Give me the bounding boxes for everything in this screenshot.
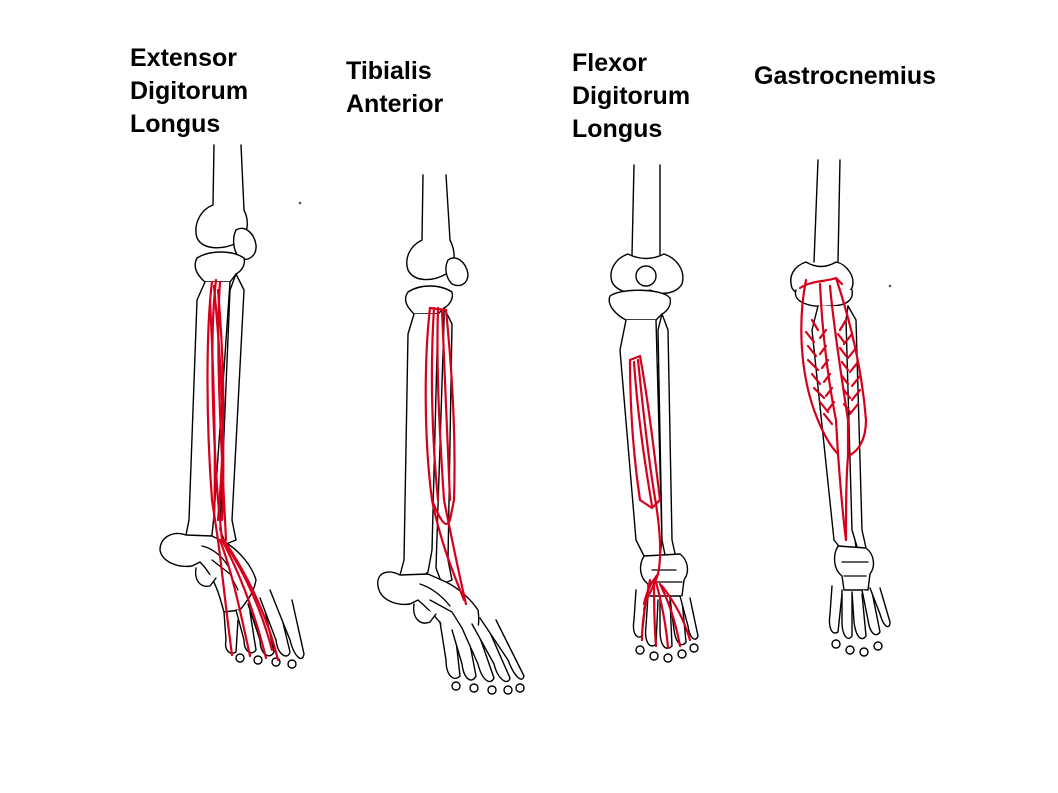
label-line: Longus bbox=[572, 115, 663, 143]
label-line: Flexor bbox=[572, 49, 648, 77]
leg-bones bbox=[377, 174, 525, 695]
leg-extensor-digitorum-longus bbox=[159, 144, 305, 669]
leg-gastrocnemius bbox=[790, 159, 891, 657]
label-line: Anterior bbox=[346, 90, 444, 118]
muscle-tibialis-anterior bbox=[424, 306, 468, 606]
label-line: Gastrocnemius bbox=[754, 62, 937, 90]
label-extensor-digitorum-longus: Extensor Digitorum Longus bbox=[130, 42, 248, 141]
label-line: Digitorum bbox=[130, 77, 249, 105]
muscle-extensor-digitorum-longus bbox=[206, 278, 280, 662]
label-line: Extensor bbox=[130, 44, 237, 72]
leg-bones bbox=[790, 159, 891, 657]
muscle-flexor-digitorum-longus bbox=[628, 354, 692, 650]
label-line: Digitorum bbox=[572, 82, 691, 110]
label-tibialis-anterior: Tibialis Anterior bbox=[346, 55, 443, 121]
label-flexor-digitorum-longus: Flexor Digitorum Longus bbox=[572, 47, 690, 146]
label-line: Longus bbox=[130, 110, 221, 138]
label-line: Tibialis bbox=[346, 57, 432, 85]
leg-tibialis-anterior bbox=[377, 174, 525, 695]
speck bbox=[888, 284, 892, 288]
leg-bones bbox=[159, 144, 305, 669]
muscle-gastrocnemius bbox=[798, 276, 868, 542]
speck bbox=[298, 201, 302, 205]
label-gastrocnemius: Gastrocnemius bbox=[754, 60, 936, 93]
leg-flexor-digitorum-longus bbox=[608, 164, 699, 663]
